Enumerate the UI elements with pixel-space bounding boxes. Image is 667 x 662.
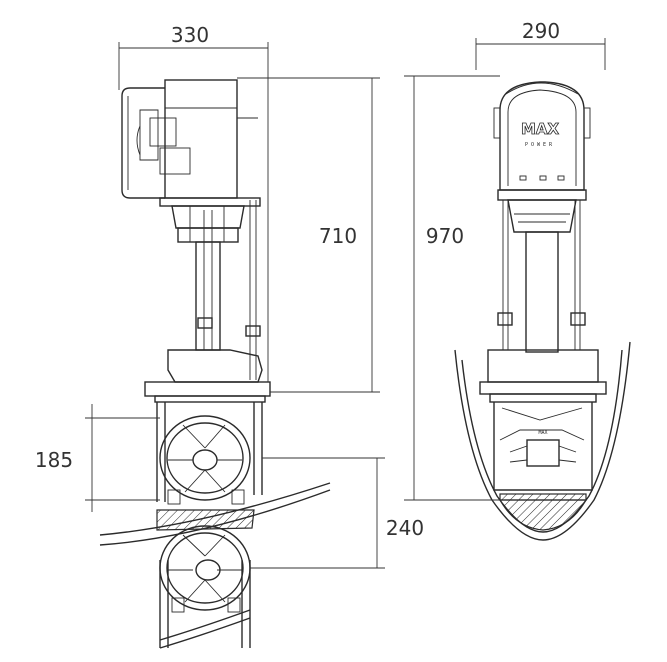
side-view: 330 710 185 240: [35, 23, 424, 649]
front-hull: [454, 341, 631, 541]
dim-lower-spacing: 240: [250, 457, 424, 569]
front-motor: MAX POWER: [493, 81, 591, 201]
side-tunnel: [156, 402, 263, 648]
side-flange: [159, 197, 261, 243]
side-propeller-upper: [159, 415, 251, 505]
dim-label-240: 240: [386, 516, 424, 540]
dim-side-height: 710: [237, 77, 380, 393]
side-shaft: [195, 200, 261, 380]
side-motor: [121, 79, 258, 199]
tunnel-logo: MAX: [538, 430, 547, 436]
front-shaft: [497, 199, 586, 353]
dim-label-185: 185: [35, 448, 73, 472]
side-propeller-lower: [159, 525, 251, 613]
dim-side-width: 330: [118, 23, 269, 382]
front-tunnel: MAX: [493, 402, 593, 501]
brand-logo-sub: POWER: [525, 142, 555, 148]
side-hull: [99, 482, 331, 649]
dim-label-970: 970: [426, 224, 464, 248]
dim-front-height: 970: [404, 75, 500, 501]
side-base: [144, 349, 271, 403]
front-view: MAX POWER: [404, 19, 631, 541]
brand-logo: MAX: [521, 120, 560, 138]
dim-label-330: 330: [171, 23, 209, 47]
dim-front-width: 290: [475, 19, 606, 70]
dim-label-290: 290: [522, 19, 560, 43]
front-base: [479, 349, 607, 403]
dim-label-710: 710: [319, 224, 357, 248]
dim-tunnel-spacing: 185: [35, 404, 160, 512]
